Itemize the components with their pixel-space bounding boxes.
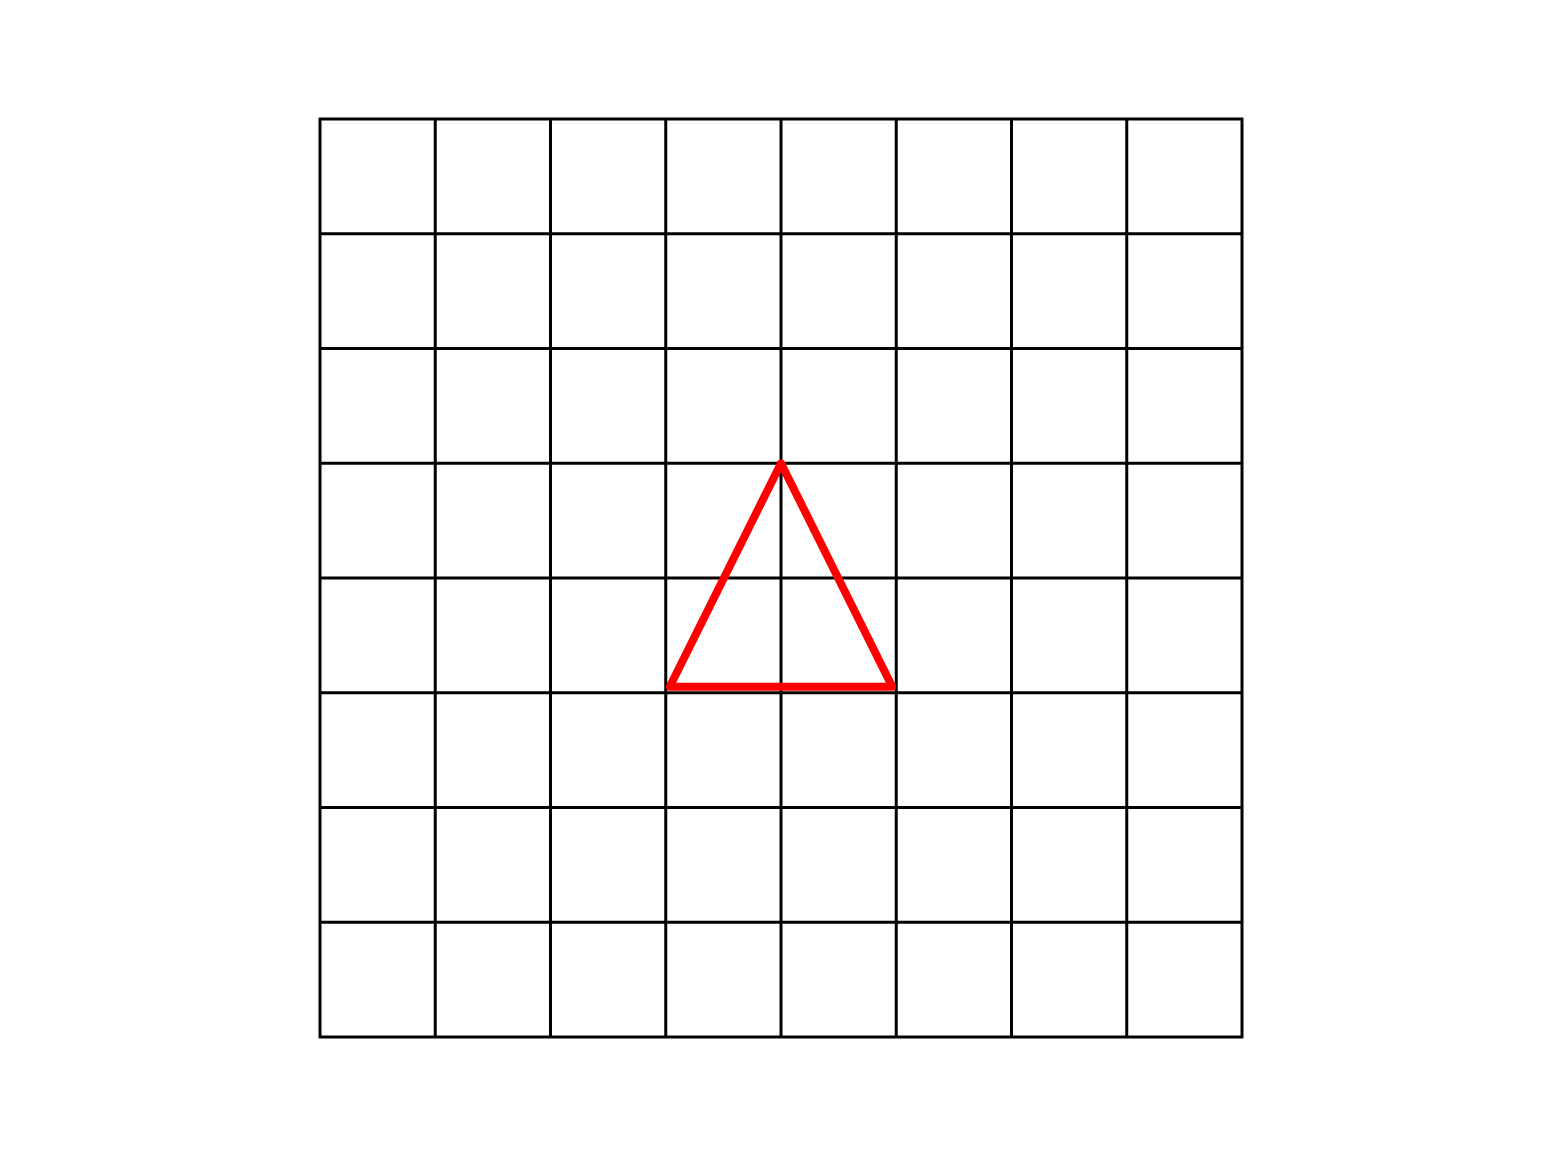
grid [318, 117, 1244, 1039]
red-triangle [665, 459, 897, 691]
